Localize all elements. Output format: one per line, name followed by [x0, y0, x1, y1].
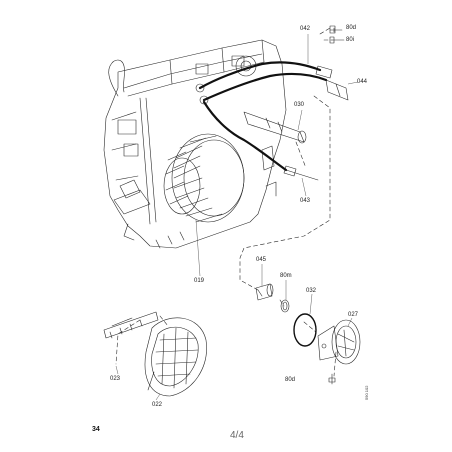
- cable-fitting: [315, 65, 349, 101]
- ignition-electrode: [243, 111, 307, 144]
- page-number: 34: [92, 426, 100, 433]
- label-part-80i: 80i: [346, 37, 355, 43]
- label-part-032: 032: [306, 288, 317, 294]
- label-part-042: 042: [300, 26, 311, 32]
- flange-027: [317, 319, 361, 365]
- capillary-loop: [108, 59, 125, 97]
- label-part-023: 023: [110, 376, 121, 382]
- label-part-030: 030: [294, 102, 305, 108]
- screw-top: [329, 25, 345, 44]
- label-part-80m: 80m: [280, 273, 292, 279]
- label-part-043: 043: [300, 198, 311, 204]
- label-part-044: 044: [357, 79, 368, 85]
- air-plate-022: [144, 317, 207, 397]
- electrode-pin: [283, 165, 319, 181]
- o-ring-80m: [280, 299, 290, 313]
- bracket-023: [103, 311, 159, 339]
- page-pagination: 4/4: [230, 430, 244, 441]
- assembly-guide-lines: [115, 27, 337, 377]
- label-part-027: 027: [348, 312, 359, 318]
- gasket-ring-032: [293, 313, 317, 347]
- nipple-045: [255, 283, 274, 301]
- label-part-80d-bottom: 80d: [285, 377, 296, 383]
- screw-bottom: [328, 373, 336, 385]
- cables: [198, 61, 328, 172]
- leader-lines: [115, 34, 359, 401]
- burner-housing: [103, 39, 287, 249]
- label-part-019: 019: [194, 278, 205, 284]
- label-part-80d-top: 80d: [346, 25, 357, 31]
- label-part-022: 022: [152, 402, 163, 408]
- label-part-045: 045: [256, 257, 267, 263]
- document-code: 590 102: [364, 385, 369, 400]
- blower-wheel: [163, 133, 245, 223]
